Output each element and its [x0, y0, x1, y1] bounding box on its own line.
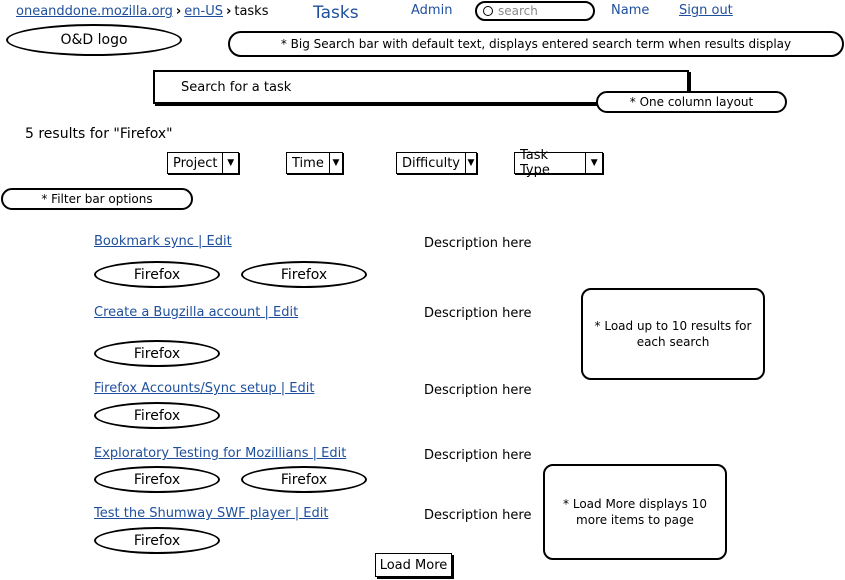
chevron-right-icon: ›: [225, 4, 232, 19]
breadcrumb-current: tasks: [234, 4, 269, 19]
tag-firefox[interactable]: Firefox: [94, 527, 220, 554]
annotation-load-up: * Load up to 10 results for each search: [581, 288, 765, 380]
task-link-bookmark-sync[interactable]: Bookmark sync | Edit: [94, 234, 232, 249]
breadcrumb-site-link[interactable]: oneanddone.mozilla.org: [16, 4, 173, 19]
annotation-search-bar: * Big Search bar with default text, disp…: [228, 31, 844, 57]
annotation-load-more: * Load More displays 10 more items to pa…: [543, 464, 727, 560]
task-description: Description here: [424, 383, 532, 398]
load-more-button[interactable]: Load More: [375, 553, 452, 577]
tag-firefox[interactable]: Firefox: [94, 466, 220, 493]
task-link-exploratory-testing[interactable]: Exploratory Testing for Mozillians | Edi…: [94, 446, 347, 461]
sign-out-link[interactable]: Sign out: [679, 3, 733, 18]
task-description: Description here: [424, 448, 532, 463]
task-description: Description here: [424, 236, 532, 251]
header-search-input[interactable]: search: [475, 1, 595, 21]
task-search-input[interactable]: Search for a task: [153, 70, 689, 104]
tag-firefox[interactable]: Firefox: [241, 466, 367, 493]
results-heading: 5 results for "Firefox": [25, 126, 173, 142]
tag-firefox[interactable]: Firefox: [94, 402, 220, 429]
annotation-one-column: * One column layout: [596, 91, 787, 113]
filter-project-label: Project: [168, 153, 224, 173]
name-link[interactable]: Name: [611, 3, 650, 18]
filter-difficulty[interactable]: Difficulty ▼: [396, 152, 477, 174]
search-icon: [483, 6, 493, 16]
filter-task-type[interactable]: Task Type ▼: [514, 148, 603, 178]
task-description: Description here: [424, 508, 532, 523]
task-link-test-shumway[interactable]: Test the Shumway SWF player | Edit: [94, 506, 329, 521]
caret-down-icon: ▼: [590, 158, 598, 168]
caret-down-icon: ▼: [227, 158, 235, 168]
annotation-filter-bar: * Filter bar options: [1, 188, 193, 210]
filter-time[interactable]: Time ▼: [286, 152, 343, 174]
task-link-create-bugzilla-account[interactable]: Create a Bugzilla account | Edit: [94, 305, 299, 320]
admin-link[interactable]: Admin: [411, 3, 453, 18]
breadcrumb: oneanddone.mozilla.org›en-US›tasks: [16, 4, 268, 19]
header-search-placeholder: search: [498, 4, 538, 18]
caret-down-icon: ▼: [332, 158, 340, 168]
task-description: Description here: [424, 306, 532, 321]
caret-down-icon: ▼: [467, 158, 475, 168]
tag-firefox[interactable]: Firefox: [94, 261, 220, 288]
page-title: Tasks: [313, 3, 359, 23]
tag-firefox[interactable]: Firefox: [94, 340, 220, 367]
filter-difficulty-label: Difficulty: [397, 153, 466, 173]
tag-firefox[interactable]: Firefox: [241, 261, 367, 288]
filter-task-type-label: Task Type: [515, 148, 587, 178]
logo[interactable]: O&D logo: [6, 24, 182, 56]
breadcrumb-locale-link[interactable]: en-US: [184, 4, 223, 19]
chevron-right-icon: ›: [175, 4, 182, 19]
task-link-firefox-accounts-sync-setup[interactable]: Firefox Accounts/Sync setup | Edit: [94, 381, 315, 396]
filter-time-label: Time: [287, 153, 330, 173]
filter-project[interactable]: Project ▼: [167, 152, 239, 174]
